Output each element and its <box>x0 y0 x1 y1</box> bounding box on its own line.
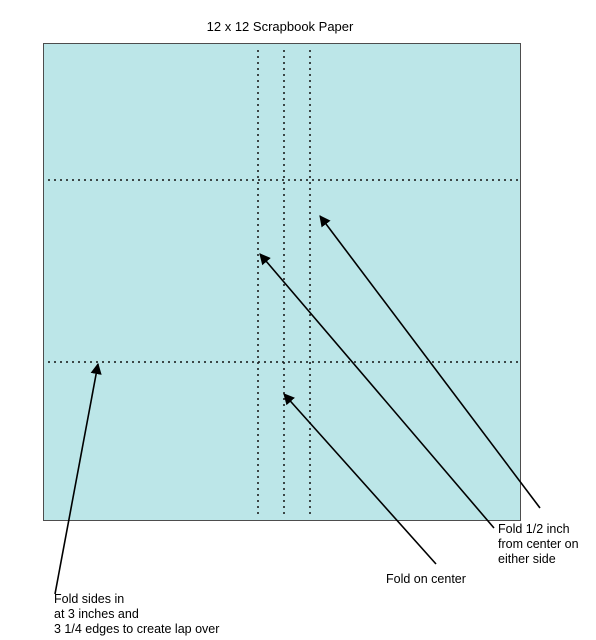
label-fold-half-inch-line-3: either side <box>498 552 556 566</box>
label-fold-half-inch-line-2: from center on <box>498 537 579 551</box>
arrow-to-right-fold <box>319 215 541 509</box>
arrow-to-side-fold <box>54 362 102 595</box>
label-fold-on-center: Fold on center <box>386 572 466 586</box>
label-fold-sides-line-3: 3 1/4 edges to create lap over <box>54 622 220 636</box>
label-fold-half-inch: Fold 1/2 inch from center on either side <box>498 522 579 567</box>
scrapbook-paper <box>43 43 521 521</box>
diagram-title: 12 x 12 Scrapbook Paper <box>206 19 354 34</box>
label-fold-sides-line-2: at 3 inches and <box>54 607 139 621</box>
arrow-to-center-fold <box>283 393 437 565</box>
label-fold-sides-line-1: Fold sides in <box>54 592 125 606</box>
label-fold-half-inch-line-1: Fold 1/2 inch <box>498 522 570 536</box>
label-fold-sides: Fold sides in at 3 inches and 3 1/4 edge… <box>54 592 219 637</box>
arrow-to-left-fold <box>259 253 495 529</box>
